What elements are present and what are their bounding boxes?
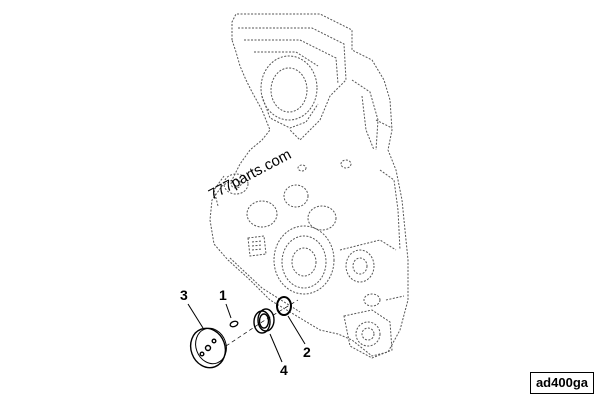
- part-3-washer-plate: [189, 327, 227, 369]
- callout-leaders: [187, 303, 306, 363]
- watermark-text: 777parts.com: [206, 146, 294, 204]
- diagram-reference-code: ad400ga: [529, 372, 594, 394]
- part-2-o-ring: [276, 296, 292, 316]
- part-4-bushing: [253, 308, 275, 334]
- callout-4: 4: [280, 362, 288, 378]
- gear-housing-cover: [209, 13, 409, 359]
- part-1-pin: [229, 320, 239, 328]
- callout-3: 3: [180, 287, 188, 303]
- callout-1: 1: [219, 287, 227, 303]
- callout-2: 2: [303, 344, 311, 360]
- assembly-centerline: [225, 299, 299, 347]
